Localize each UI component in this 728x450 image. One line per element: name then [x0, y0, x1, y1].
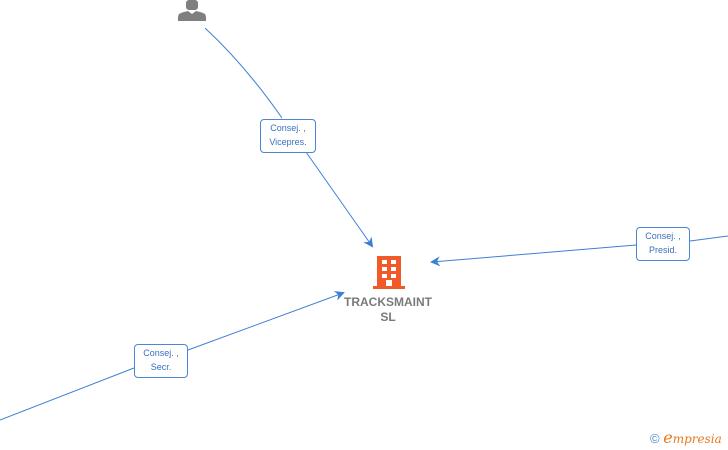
- edge-secr: [0, 293, 343, 421]
- company-name[interactable]: TRACKSMAINT SL: [344, 295, 432, 324]
- person-icon[interactable]: [177, 0, 207, 22]
- empresia-logo: empresia: [663, 428, 722, 447]
- role-label-vicepres[interactable]: Consej. , Vicepres.: [260, 119, 316, 153]
- copyright-symbol: ©: [650, 431, 660, 446]
- role-label-secr[interactable]: Consej. , Secr.: [134, 344, 188, 378]
- edge-vicepres: [204, 27, 372, 246]
- edge-presid: [432, 235, 728, 262]
- building-icon[interactable]: [373, 256, 405, 289]
- empresia-footer: © empresia: [650, 428, 722, 447]
- role-label-presid[interactable]: Consej. , Presid.: [636, 227, 690, 261]
